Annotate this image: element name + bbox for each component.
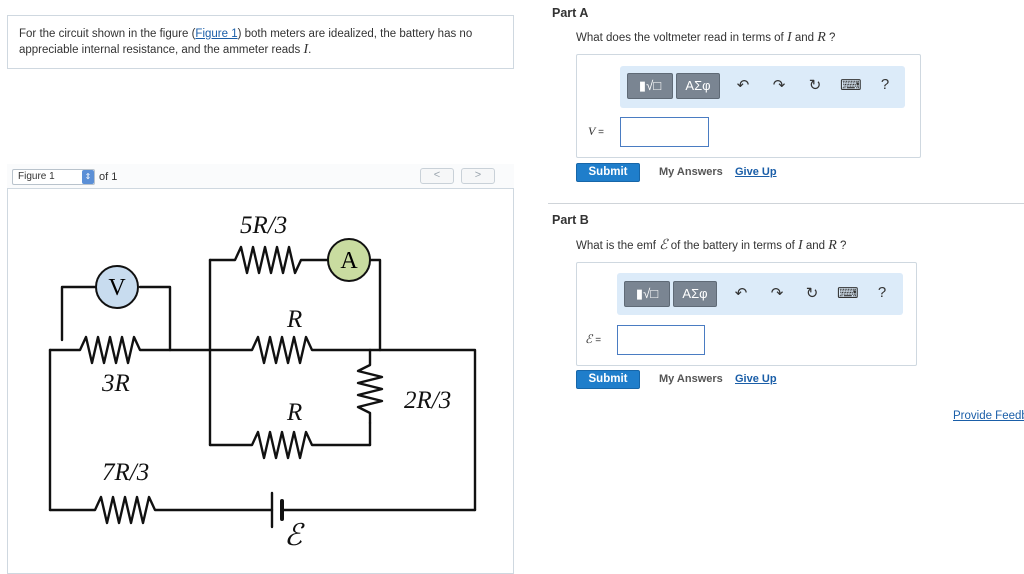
redo-icon[interactable]: ↷ xyxy=(772,77,786,94)
help-icon[interactable]: ? xyxy=(877,284,887,301)
part-a-submit-button[interactable]: Submit xyxy=(576,163,640,182)
undo-icon[interactable]: ↶ xyxy=(734,285,748,302)
part-a-var-r: R xyxy=(817,30,826,45)
resistor-3r-label: 3R xyxy=(101,370,130,397)
redo-icon[interactable]: ↷ xyxy=(770,285,784,302)
part-a-input-label: V = xyxy=(588,124,604,139)
undo-icon[interactable]: ↶ xyxy=(736,77,750,94)
next-figure-button[interactable]: > xyxy=(461,168,495,184)
part-a-symbols-button[interactable]: ΑΣφ xyxy=(676,73,720,99)
part-b-question-mid: of the battery in terms of xyxy=(670,240,795,252)
part-b-emf-symbol: ℰ xyxy=(659,238,668,253)
figure-select[interactable]: Figure 1 xyxy=(12,169,95,185)
resistor-5r3-label: 5R/3 xyxy=(240,212,287,239)
part-a-and: and xyxy=(794,32,814,44)
problem-statement-box xyxy=(7,15,514,69)
part-b-answer-input[interactable] xyxy=(617,325,705,355)
figure-link[interactable]: Figure 1 xyxy=(195,28,238,40)
part-b-question-text: What is the emf xyxy=(576,240,656,252)
part-b-submit-button[interactable]: Submit xyxy=(576,370,640,389)
part-b-var-r: R xyxy=(828,238,837,253)
problem-text-end: . xyxy=(308,44,312,56)
ammeter-label: A xyxy=(340,248,358,274)
part-b-question: What is the emf ℰ of the battery in term… xyxy=(576,237,846,254)
part-b-title: Part B xyxy=(552,213,589,227)
resistor-2r3-label: 2R/3 xyxy=(404,387,451,414)
part-b-give-up-link[interactable]: Give Up xyxy=(735,373,777,385)
part-a-answer-input[interactable] xyxy=(620,117,709,147)
part-a-templates-button[interactable]: ▮√□ xyxy=(627,73,673,99)
figure-count: of 1 xyxy=(99,171,118,183)
part-b-var-i: I xyxy=(798,238,803,253)
select-arrows-icon[interactable]: ⇕ xyxy=(82,170,94,184)
part-b-and: and xyxy=(805,240,826,252)
part-b-templates-button[interactable]: ▮√□ xyxy=(624,281,670,307)
part-a-qmark: ? xyxy=(828,32,836,44)
part-b-input-eq: = xyxy=(595,335,602,346)
part-b-qmark: ? xyxy=(840,240,847,252)
reset-icon[interactable]: ↻ xyxy=(808,77,822,94)
keyboard-icon[interactable]: ⌨ xyxy=(840,77,862,94)
current-symbol: I xyxy=(303,42,309,57)
provide-feedback-link[interactable]: Provide Feedback xyxy=(953,410,1024,422)
part-a-question: What does the voltmeter read in terms of… xyxy=(576,30,835,46)
resistor-r-mid-label: R xyxy=(286,306,302,333)
parts-divider xyxy=(548,203,1024,204)
part-a-title: Part A xyxy=(552,6,589,20)
figure-select-value: Figure 1 xyxy=(18,171,55,182)
resistor-7r3-label: 7R/3 xyxy=(102,459,149,486)
part-b-my-answers-link[interactable]: My Answers xyxy=(659,373,723,385)
circuit-diagram: V A 5R/3 R 3R R 2R/3 7R/3 ℰ xyxy=(48,212,477,552)
part-a-input-eq: = xyxy=(598,127,604,138)
part-b-input-var: ℰ xyxy=(585,332,593,346)
part-a-input-var: V xyxy=(588,124,596,138)
part-a-my-answers-link[interactable]: My Answers xyxy=(659,166,723,178)
part-a-var-i: I xyxy=(786,30,792,45)
emf-label: ℰ xyxy=(284,519,305,552)
part-b-symbols-button[interactable]: ΑΣφ xyxy=(673,281,717,307)
help-icon[interactable]: ? xyxy=(880,76,890,93)
problem-text-rest: ) both meters are idealized, the battery… xyxy=(19,28,473,56)
resistor-r-bottom-label: R xyxy=(286,399,302,426)
part-b-input-label: ℰ = xyxy=(585,332,601,347)
problem-text-start: For the circuit shown in the figure ( xyxy=(19,28,196,40)
keyboard-icon[interactable]: ⌨ xyxy=(837,285,859,302)
voltmeter-label: V xyxy=(108,275,126,301)
problem-statement: For the circuit shown in the figure (Fig… xyxy=(19,27,509,58)
part-a-give-up-link[interactable]: Give Up xyxy=(735,166,777,178)
reset-icon[interactable]: ↻ xyxy=(805,285,819,302)
part-a-question-text: What does the voltmeter read in terms of xyxy=(576,32,784,44)
prev-figure-button[interactable]: < xyxy=(420,168,454,184)
